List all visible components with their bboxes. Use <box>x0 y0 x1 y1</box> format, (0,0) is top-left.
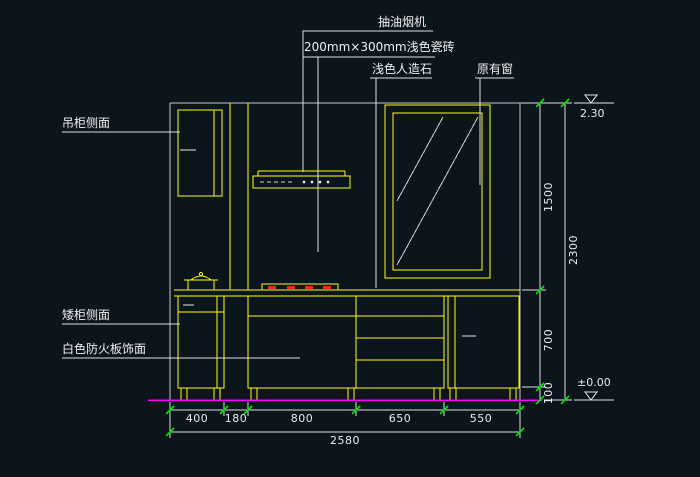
dim-400: 400 <box>185 412 209 425</box>
label-low-cabinet-side: 矮柜侧面 <box>62 308 111 322</box>
dim-180: 180 <box>224 412 248 425</box>
label-range-hood: 抽油烟机 <box>378 15 427 29</box>
base-cabinet-center <box>247 295 445 401</box>
dim-650: 650 <box>388 412 412 425</box>
leader-lines <box>62 30 514 359</box>
label-white-laminate: 白色防火板饰面 <box>62 342 147 356</box>
cooktop <box>261 283 339 291</box>
pot <box>184 272 218 291</box>
base-cabinet-low <box>177 295 225 401</box>
dim-2300: 2300 <box>567 235 580 265</box>
label-wall-cabinet-side: 吊柜侧面 <box>62 116 111 130</box>
dim-700: 700 <box>542 328 555 352</box>
label-existing-window: 原有窗 <box>477 62 514 76</box>
dim-1500: 1500 <box>542 182 555 212</box>
window <box>384 104 491 279</box>
level-value-top: 2.30 <box>580 107 605 120</box>
level-marker-top <box>574 94 614 104</box>
dim-800: 800 <box>290 412 314 425</box>
range-hood <box>252 170 351 189</box>
label-artificial-stone: 浅色人造石 <box>372 62 433 76</box>
dimension-lines-right <box>522 102 572 401</box>
countertop <box>174 289 520 297</box>
dim-100: 100 <box>542 381 555 405</box>
base-cabinet-right <box>447 295 520 401</box>
dimension-ticks <box>165 98 570 437</box>
dim-2580: 2580 <box>330 434 360 447</box>
level-marker-bottom <box>574 391 614 401</box>
wall-cabinet <box>177 109 223 197</box>
level-value-floor: ±0.00 <box>577 376 611 389</box>
dim-550: 550 <box>469 412 493 425</box>
wall-column-lines <box>229 103 249 290</box>
wall-outline <box>169 102 522 400</box>
label-tile: 200mm×300mm浅色瓷砖 <box>304 40 455 54</box>
